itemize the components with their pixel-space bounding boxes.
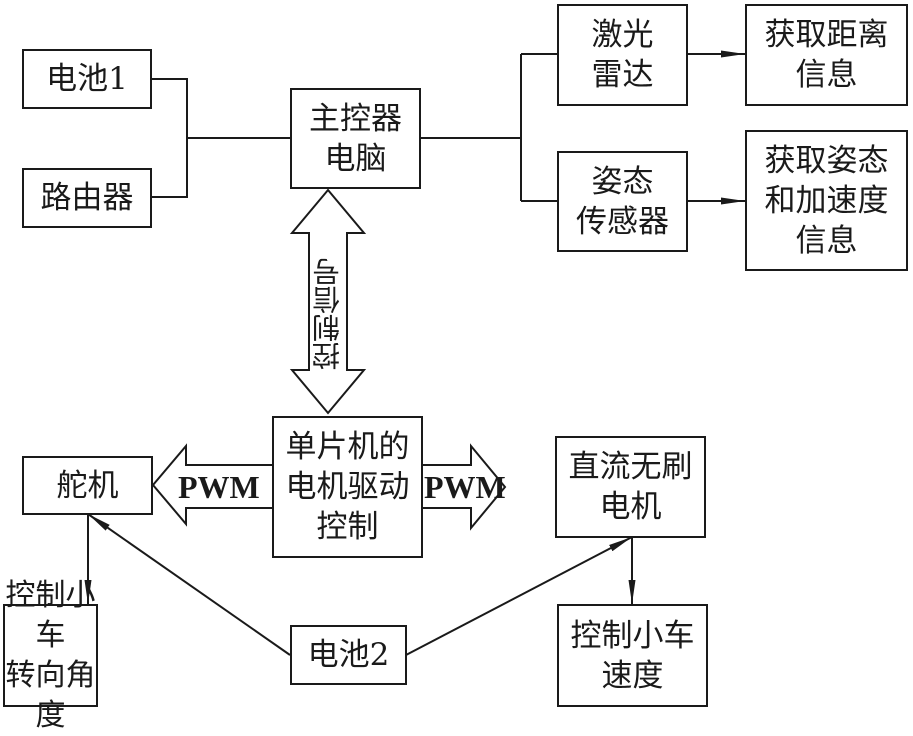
- wire-router: [152, 138, 188, 198]
- wire-battery1: [152, 78, 188, 138]
- pwm-arrow-left: [151, 443, 272, 527]
- connection-lines: [84, 50, 745, 656]
- arrow-battery2-to-servo: [87, 513, 291, 656]
- steering-output-node: 控制小车 转向角度: [3, 578, 98, 733]
- pwm-left-label: PWM: [178, 469, 260, 505]
- mcu-node: 单片机的 电机驱动 控制: [272, 416, 423, 558]
- bldc-motor-node: 直流无刷 电机: [555, 436, 706, 538]
- battery2-node: 电池2: [290, 625, 407, 685]
- attitude-sensor-node: 姿态 传感器: [557, 151, 688, 252]
- lidar-node: 激光 雷达: [557, 4, 688, 106]
- control-signal-double-arrow: [289, 188, 367, 415]
- wire-to-lidar: [520, 53, 557, 202]
- main-controller-node: 主控器 电脑: [290, 88, 421, 189]
- pwm-arrow-right: [422, 443, 507, 531]
- speed-output-node: 控制小车 速度: [557, 604, 708, 707]
- control-signal-label: 控制信号: [311, 258, 344, 370]
- battery1-node: 电池1: [22, 49, 152, 109]
- arrow-battery2-to-motor: [405, 536, 633, 656]
- distance-info-node: 获取距离 信息: [745, 4, 908, 106]
- router-node: 路由器: [22, 168, 152, 228]
- pwm-right-label: PWM: [424, 469, 506, 505]
- servo-node: 舵机: [22, 456, 153, 515]
- attitude-info-node: 获取姿态 和加速度 信息: [745, 130, 908, 271]
